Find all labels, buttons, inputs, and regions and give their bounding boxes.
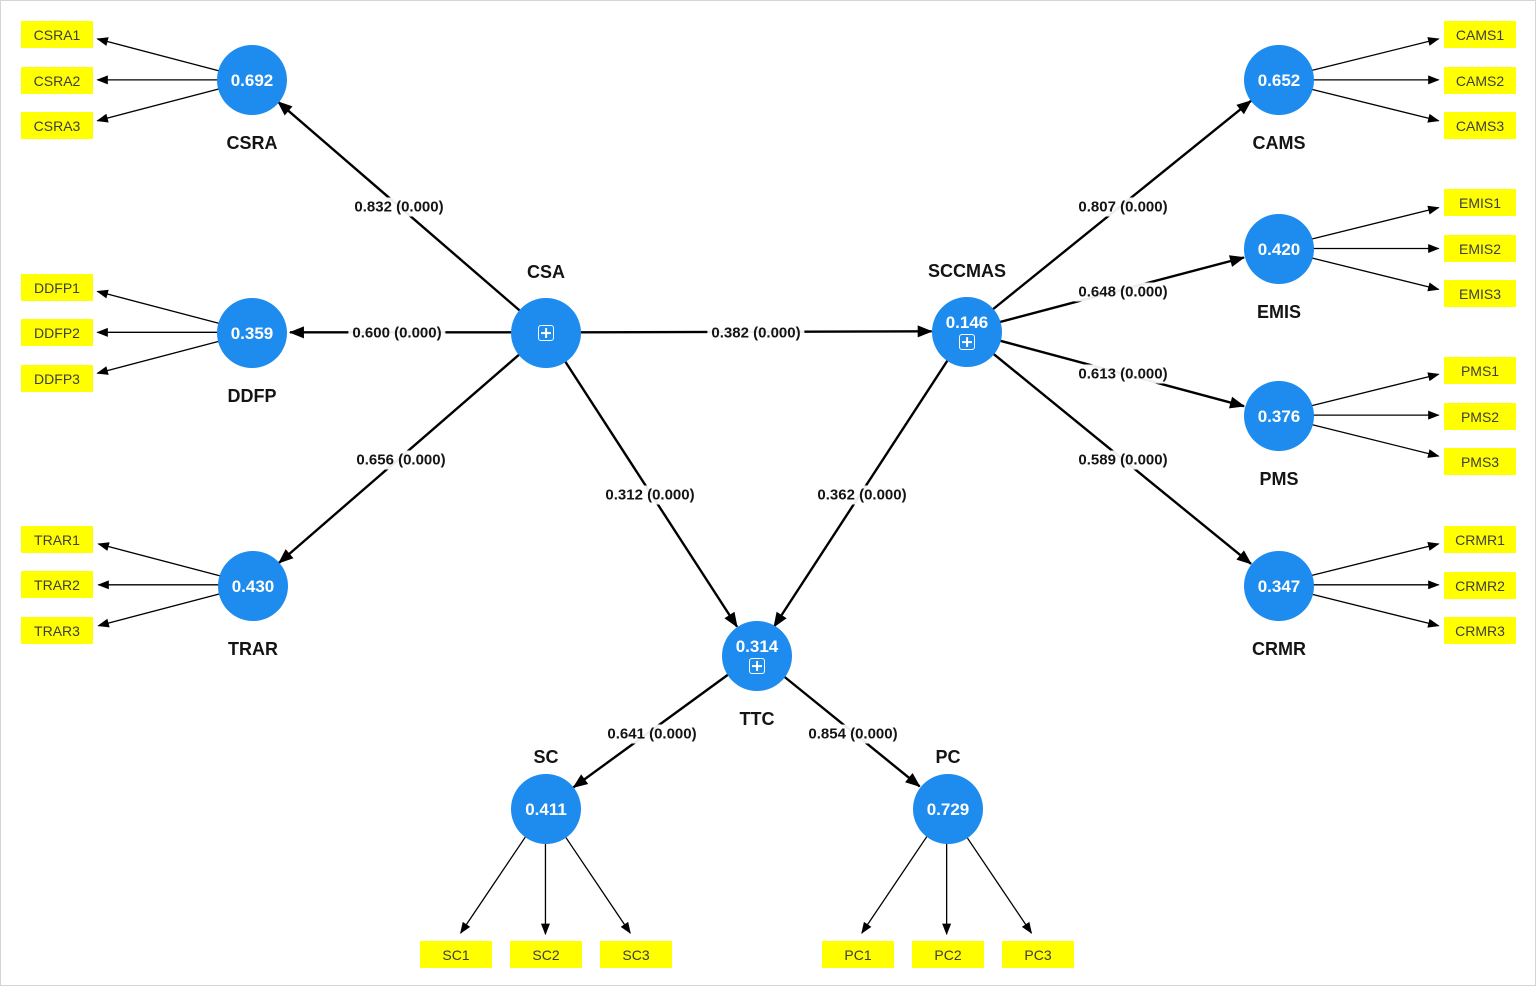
path-coefficient-csa-ddfp: 0.600 (0.000) xyxy=(348,323,446,343)
indicator-ddfp2[interactable]: DDFP2 xyxy=(21,319,93,346)
construct-label-trar: TRAR xyxy=(228,639,278,659)
indicator-ddfp1[interactable]: DDFP1 xyxy=(21,274,93,301)
r-squared-value: 0.146 xyxy=(945,313,989,332)
construct-label-pms: PMS xyxy=(1259,469,1299,489)
latent-node-pms[interactable]: 0.376 xyxy=(1244,381,1314,451)
latent-node-csa[interactable] xyxy=(511,298,581,368)
path-coefficient-csa-sccmas: 0.382 (0.000) xyxy=(707,323,805,343)
r-squared-value: 0.652 xyxy=(1257,70,1301,90)
indicator-trar3[interactable]: TRAR3 xyxy=(21,617,93,644)
indicator-emis1[interactable]: EMIS1 xyxy=(1444,189,1516,216)
indicator-trar2[interactable]: TRAR2 xyxy=(21,571,93,598)
construct-label-csa: CSA xyxy=(526,262,566,282)
expand-indicators-icon[interactable] xyxy=(959,334,975,350)
latent-node-trar[interactable]: 0.430 xyxy=(218,551,288,621)
r-squared-value: 0.692 xyxy=(230,70,274,90)
r-squared-value: 0.430 xyxy=(231,576,275,596)
path-coefficient-ttc-pc: 0.854 (0.000) xyxy=(804,724,902,744)
construct-label-csra: CSRA xyxy=(226,133,278,153)
indicator-pms3[interactable]: PMS3 xyxy=(1444,448,1516,475)
indicator-pc2[interactable]: PC2 xyxy=(912,941,984,968)
r-squared-value: 0.314 xyxy=(735,637,779,656)
expand-indicators-icon[interactable] xyxy=(749,658,765,674)
construct-label-cams: CAMS xyxy=(1252,133,1306,153)
latent-node-cams[interactable]: 0.652 xyxy=(1244,45,1314,115)
indicator-emis2[interactable]: EMIS2 xyxy=(1444,235,1516,262)
latent-node-csra[interactable]: 0.692 xyxy=(217,45,287,115)
indicator-csra1[interactable]: CSRA1 xyxy=(21,21,93,48)
construct-label-pc: PC xyxy=(935,747,961,767)
indicator-crmr3[interactable]: CRMR3 xyxy=(1444,617,1516,644)
indicator-sc2[interactable]: SC2 xyxy=(510,941,582,968)
indicator-trar1[interactable]: TRAR1 xyxy=(21,526,93,553)
r-squared-value: 0.729 xyxy=(926,799,970,819)
construct-label-emis: EMIS xyxy=(1256,302,1302,322)
indicator-csra2[interactable]: CSRA2 xyxy=(21,67,93,94)
latent-node-ddfp[interactable]: 0.359 xyxy=(217,298,287,368)
construct-label-sc: SC xyxy=(533,747,559,767)
r-squared-value: 0.411 xyxy=(525,799,567,819)
indicator-cams2[interactable]: CAMS2 xyxy=(1444,67,1516,94)
indicator-pc1[interactable]: PC1 xyxy=(822,941,894,968)
construct-label-ddfp: DDFP xyxy=(227,386,277,406)
construct-label-crmr: CRMR xyxy=(1252,639,1306,659)
indicator-sc1[interactable]: SC1 xyxy=(420,941,492,968)
indicator-pc3[interactable]: PC3 xyxy=(1002,941,1074,968)
r-squared-value: 0.420 xyxy=(1257,239,1301,259)
construct-label-sccmas: SCCMAS xyxy=(927,261,1007,281)
r-squared-value: 0.347 xyxy=(1257,576,1301,596)
path-coefficient-sccmas-crmr: 0.589 (0.000) xyxy=(1074,450,1172,470)
path-coefficient-sccmas-cams: 0.807 (0.000) xyxy=(1074,197,1172,217)
latent-node-sccmas[interactable]: 0.146 xyxy=(932,297,1002,367)
path-coefficient-sccmas-pms: 0.613 (0.000) xyxy=(1074,364,1172,384)
r-squared-value: 0.376 xyxy=(1257,406,1301,426)
path-coefficient-csa-ttc: 0.312 (0.000) xyxy=(601,485,699,505)
measurement-arrows xyxy=(96,37,1440,936)
latent-node-ttc[interactable]: 0.314 xyxy=(722,621,792,691)
r-squared-value: 0.359 xyxy=(230,323,274,343)
path-coefficient-csa-trar: 0.656 (0.000) xyxy=(352,450,450,470)
indicator-ddfp3[interactable]: DDFP3 xyxy=(21,365,93,392)
indicator-crmr1[interactable]: CRMR1 xyxy=(1444,526,1516,553)
path-coefficient-ttc-sc: 0.641 (0.000) xyxy=(603,724,701,744)
indicator-pms2[interactable]: PMS2 xyxy=(1444,403,1516,430)
construct-label-ttc: TTC xyxy=(739,709,775,729)
path-coefficient-sccmas-emis: 0.648 (0.000) xyxy=(1074,282,1172,302)
indicator-pms1[interactable]: PMS1 xyxy=(1444,357,1516,384)
latent-node-pc[interactable]: 0.729 xyxy=(913,774,983,844)
indicator-crmr2[interactable]: CRMR2 xyxy=(1444,572,1516,599)
indicator-emis3[interactable]: EMIS3 xyxy=(1444,280,1516,307)
latent-node-crmr[interactable]: 0.347 xyxy=(1244,551,1314,621)
path-coefficient-sccmas-ttc: 0.362 (0.000) xyxy=(813,485,911,505)
expand-indicators-icon[interactable] xyxy=(538,325,554,341)
indicator-cams3[interactable]: CAMS3 xyxy=(1444,112,1516,139)
indicator-sc3[interactable]: SC3 xyxy=(600,941,672,968)
path-coefficient-csa-csra: 0.832 (0.000) xyxy=(350,197,448,217)
indicator-csra3[interactable]: CSRA3 xyxy=(21,112,93,139)
indicator-cams1[interactable]: CAMS1 xyxy=(1444,21,1516,48)
latent-node-emis[interactable]: 0.420 xyxy=(1244,214,1314,284)
latent-node-sc[interactable]: 0.411 xyxy=(511,774,581,844)
